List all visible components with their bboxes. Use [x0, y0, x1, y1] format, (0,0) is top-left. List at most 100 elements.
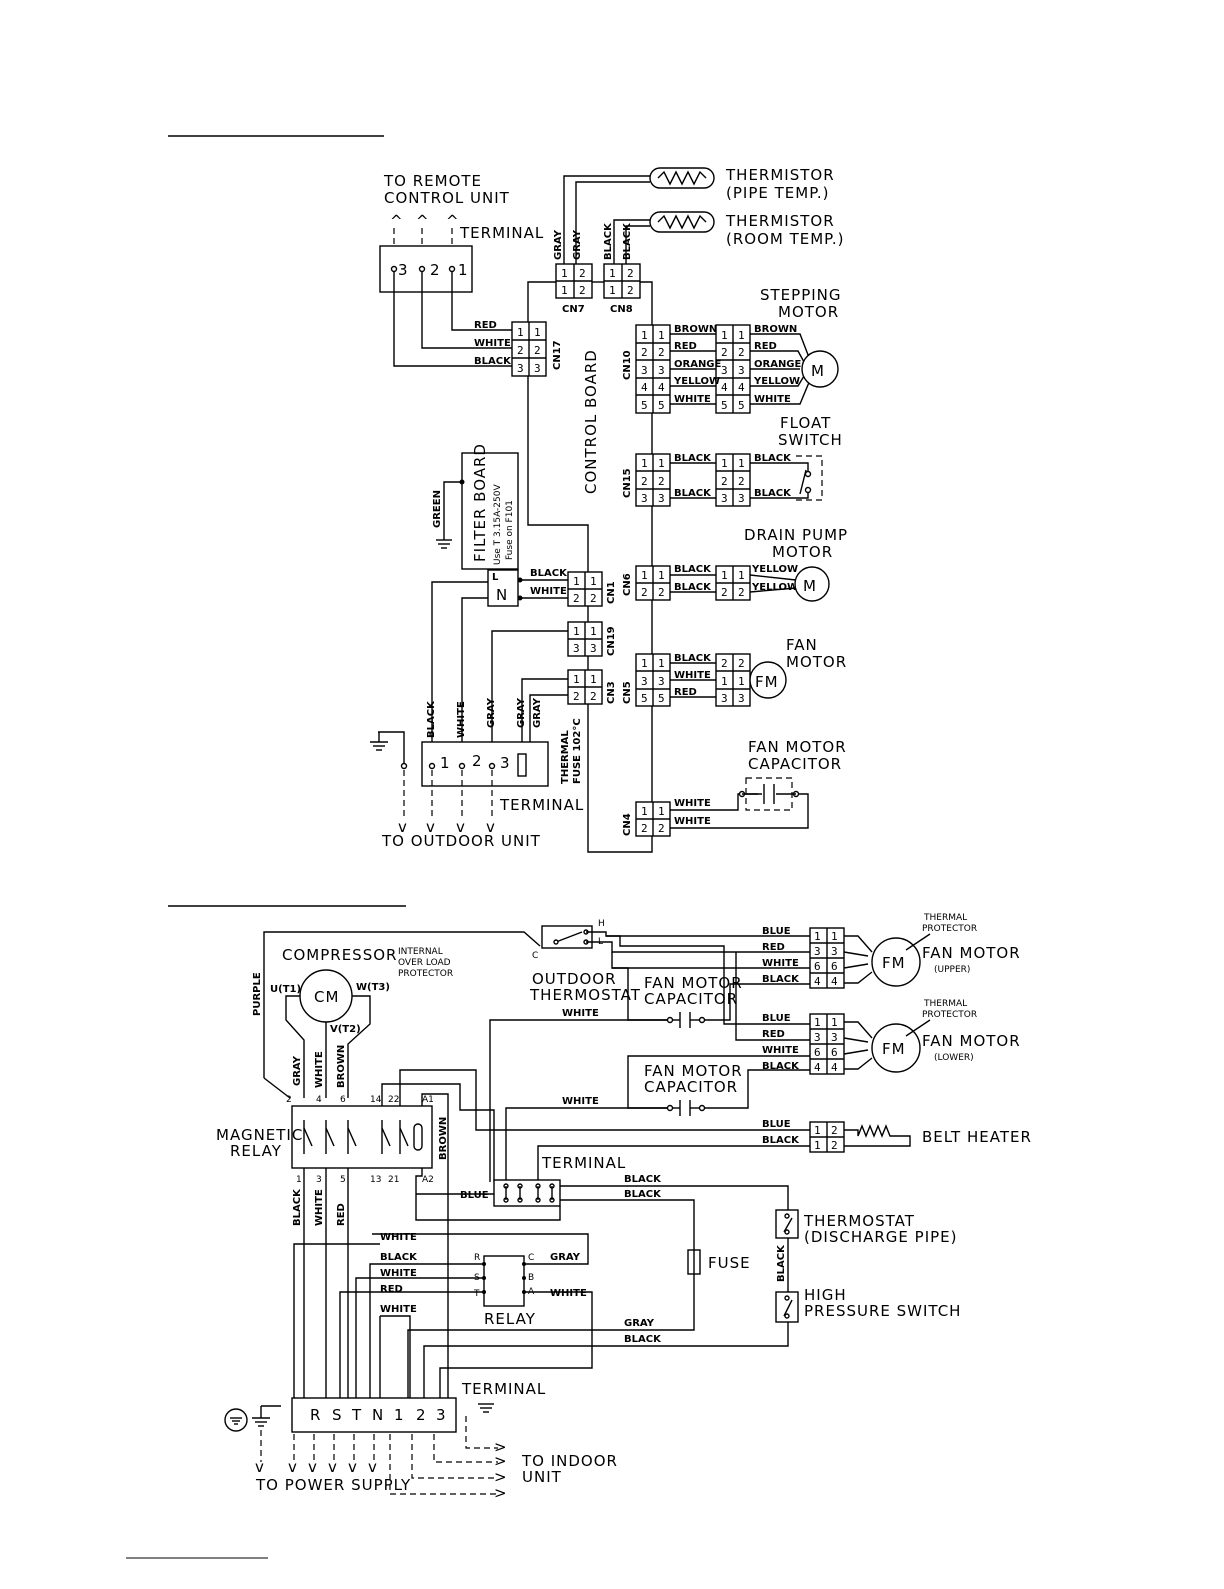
- svg-text:3: 3: [534, 362, 541, 375]
- svg-text:1: 1: [641, 457, 648, 470]
- cn10-wire-red: RED: [674, 341, 697, 352]
- svg-text:2: 2: [738, 586, 745, 599]
- thermostat-h: H: [598, 919, 605, 929]
- right-arrow-icon: >: [494, 1438, 508, 1456]
- svg-text:3: 3: [721, 364, 728, 377]
- svg-text:1: 1: [658, 657, 665, 670]
- cn6-label: CN6: [622, 573, 633, 596]
- control-board-outline: [527, 281, 556, 322]
- svg-text:1: 1: [517, 326, 524, 339]
- remote-arrow-icon: ^: [446, 212, 460, 230]
- drain-pump-motor-icon: [794, 566, 830, 602]
- link-pin-2: 2: [472, 752, 483, 770]
- drain-pump-motor-symbol: M: [803, 577, 817, 595]
- olp-label-2: OVER LOAD: [398, 958, 451, 968]
- svg-text:1: 1: [641, 569, 648, 582]
- power-pin-r: R: [310, 1406, 321, 1424]
- compressor-label: COMPRESSOR: [282, 946, 397, 964]
- remote-label-2: CONTROL UNIT: [384, 189, 510, 207]
- cn17-label: CN17: [552, 340, 563, 370]
- relay-pin-c: C: [528, 1253, 534, 1263]
- cn6-wire-2: BLACK: [674, 582, 712, 593]
- green-wire-label: GREEN: [432, 490, 443, 528]
- down-arrow-icon: v: [398, 818, 408, 836]
- cn17-wire-white: WHITE: [474, 338, 511, 349]
- svg-text:1: 1: [641, 657, 648, 670]
- outdoor-terminal-block: [493, 1179, 561, 1207]
- svg-text:4: 4: [721, 381, 728, 394]
- upper-wire-blue: BLUE: [762, 926, 791, 937]
- svg-text:2: 2: [721, 475, 728, 488]
- svg-text:3: 3: [738, 492, 745, 505]
- thermistor-room-label-2: (ROOM TEMP.): [726, 230, 845, 248]
- cn10-wire-white: WHITE: [674, 394, 711, 405]
- float-wire-1: BLACK: [754, 453, 792, 464]
- upper-cap-wire-white: WHITE: [562, 1008, 599, 1019]
- svg-text:1: 1: [658, 329, 665, 342]
- cn17-wire-red: RED: [474, 320, 497, 331]
- to-outdoor-label: TO OUTDOOR UNIT: [381, 832, 541, 850]
- svg-text:1: 1: [721, 457, 728, 470]
- term-right-wire-1: BLACK: [624, 1174, 662, 1185]
- drain-wire-1: YELLOW: [751, 564, 798, 575]
- svg-text:3: 3: [721, 692, 728, 705]
- cn4-wire-1: WHITE: [674, 798, 711, 809]
- term-wire-gray-3: GRAY: [532, 697, 543, 728]
- thermal-fuse-label-2: FUSE 102°C: [572, 718, 583, 784]
- drain-wire-2: YELLOW: [751, 582, 798, 593]
- terminal-wire-blue: BLUE: [460, 1190, 489, 1201]
- cn15-wire-2: BLACK: [674, 488, 712, 499]
- stepping-motor-symbol: M: [811, 362, 825, 380]
- svg-text:1: 1: [590, 625, 597, 638]
- svg-text:6: 6: [814, 960, 821, 973]
- svg-text:3: 3: [641, 675, 648, 688]
- svg-text:2: 2: [573, 592, 580, 605]
- cn6-wire-1: BLACK: [674, 564, 712, 575]
- right-arrow-icon: >: [494, 1452, 508, 1470]
- compressor-v-label: V(T2): [330, 1024, 361, 1035]
- magnetic-relay-label-1: MAGNETIC: [216, 1126, 303, 1144]
- outdoor-thermostat-label-2: THERMOSTAT: [529, 986, 641, 1004]
- discharge-thermostat-icon: [775, 1209, 799, 1239]
- fan-motor-label-1: FAN: [786, 636, 818, 654]
- thermal-fuse-icon: [517, 753, 527, 777]
- svg-text:4: 4: [814, 975, 821, 988]
- svg-text:4: 4: [831, 975, 838, 988]
- bottom-wire-black: BLACK: [624, 1334, 662, 1345]
- svg-text:1: 1: [738, 329, 745, 342]
- cn10-wire-yellow: YELLOW: [673, 376, 720, 387]
- svg-text:2: 2: [573, 690, 580, 703]
- svg-text:2: 2: [641, 586, 648, 599]
- power-pin-2: 2: [416, 1406, 427, 1424]
- upper-wire-red: RED: [762, 942, 785, 953]
- black-vertical-label: BLACK: [776, 1244, 787, 1282]
- svg-text:1: 1: [658, 569, 665, 582]
- svg-text:2: 2: [831, 1139, 838, 1152]
- capacitor-icon: [738, 777, 800, 811]
- high-pressure-switch-icon: [775, 1291, 799, 1323]
- svg-text:5: 5: [738, 399, 745, 412]
- down-arrow-icon: v: [308, 1458, 318, 1476]
- relay-label: RELAY: [484, 1310, 536, 1328]
- svg-text:4: 4: [814, 1061, 821, 1074]
- term-wire-gray: GRAY: [486, 697, 497, 728]
- svg-text:3: 3: [658, 364, 665, 377]
- svg-text:1: 1: [561, 267, 568, 280]
- outdoor-link-terminal: [421, 741, 549, 787]
- svg-text:2: 2: [738, 657, 745, 670]
- svg-text:4: 4: [658, 381, 665, 394]
- svg-text:1: 1: [721, 675, 728, 688]
- to-indoor-label-2: UNIT: [522, 1468, 562, 1486]
- drain-pump-label-1: DRAIN PUMP: [744, 526, 848, 544]
- cn7-label: CN7: [562, 304, 585, 315]
- outdoor-terminal-label: TERMINAL: [541, 1154, 626, 1172]
- svg-text:1: 1: [609, 267, 616, 280]
- cn8-label: CN8: [610, 304, 633, 315]
